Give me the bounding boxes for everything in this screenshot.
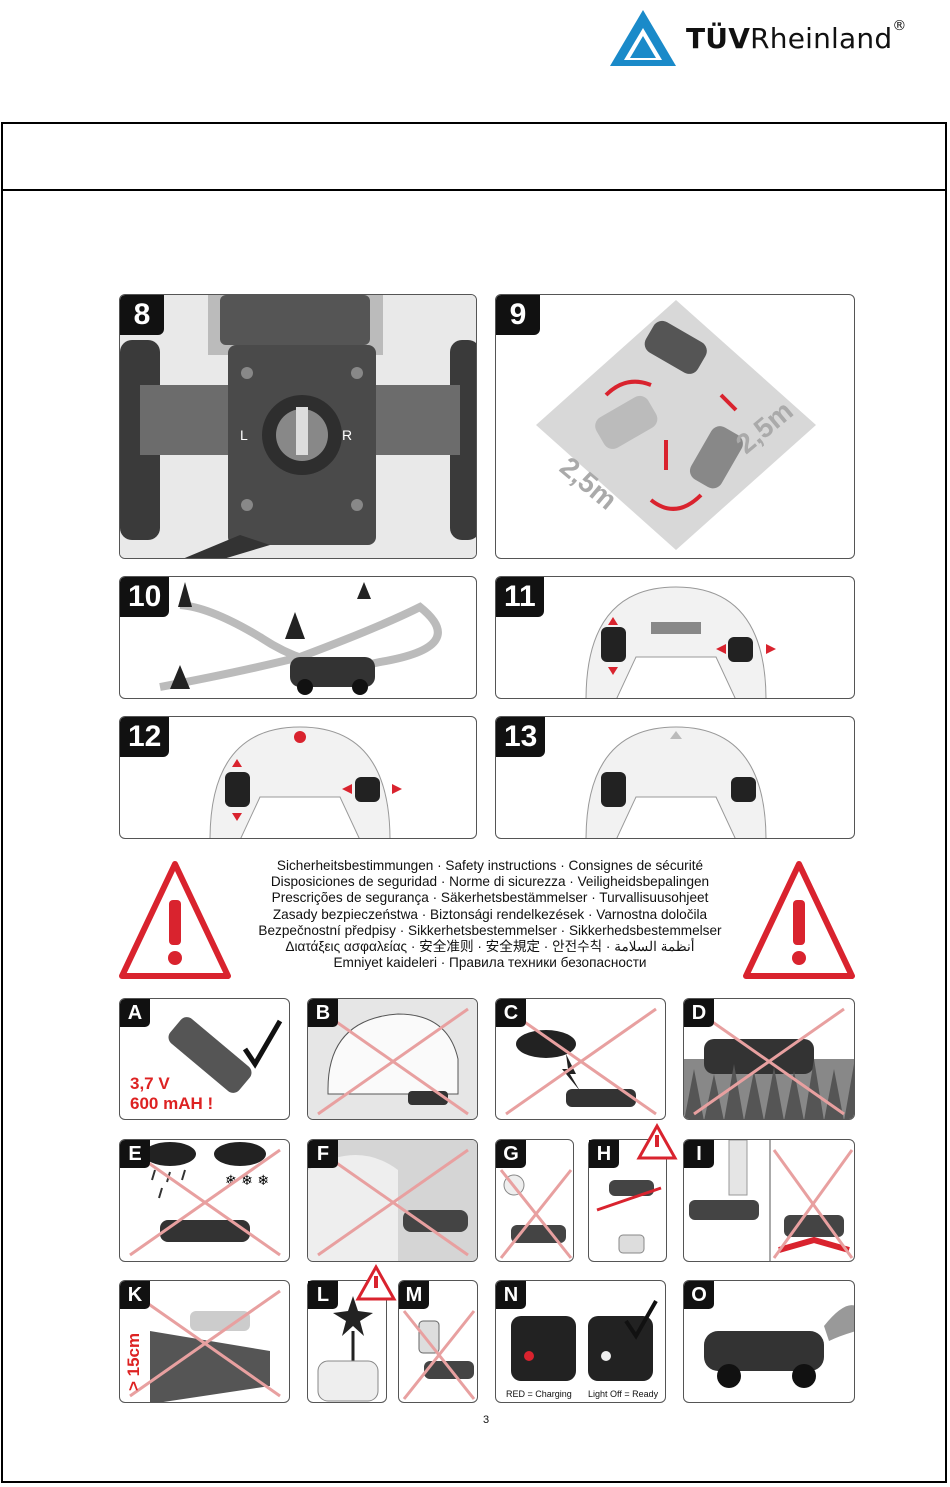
warning-triangle-left-icon <box>119 861 231 979</box>
no-chemicals-image <box>402 1310 476 1400</box>
step-11-panel: 11 <box>495 576 855 699</box>
antenna-warning-image <box>317 1263 397 1402</box>
safety-panel-h: H <box>588 1122 678 1262</box>
safety-instructions-heading: Sicherheitsbestimmungen · Safety instruc… <box>230 858 750 971</box>
panel-letter: H <box>589 1140 619 1168</box>
tuv-brand-name: TÜVRheinland® <box>686 18 907 55</box>
remote-control-light-image <box>209 726 402 838</box>
safety-panel-o: O <box>683 1280 855 1403</box>
remote-control-image <box>585 586 776 698</box>
tuv-rheinland-logo: TÜVRheinland® <box>608 8 928 70</box>
left-label: L <box>240 427 248 443</box>
no-heat-image <box>499 1169 573 1259</box>
step-10-number: 10 <box>120 577 170 617</box>
safety-panel-e: E ❄ ❄ ❄ <box>119 1139 290 1262</box>
no-drop-image <box>129 1289 281 1402</box>
safety-line: Disposiciones de seguridad · Norme di si… <box>270 874 710 890</box>
step-9-panel: 9 2,5m 2,5m <box>495 294 855 559</box>
step-8-panel: 8 L R <box>119 294 477 559</box>
right-label: R <box>342 427 352 443</box>
step-11-number: 11 <box>496 577 544 617</box>
panel-letter: K <box>120 1281 150 1309</box>
battery-voltage: 3,7 V <box>130 1074 170 1093</box>
chemical-bottle-icon <box>418 1320 440 1354</box>
safety-panel-b: B <box>307 998 478 1120</box>
range-warning-image <box>596 1122 678 1254</box>
no-thunderstorm-image <box>505 1007 657 1116</box>
safety-panel-g: G <box>495 1139 574 1262</box>
warning-triangle-right-icon <box>743 861 855 979</box>
step-9-number: 9 <box>496 295 540 335</box>
no-hand-contact-image <box>689 1140 854 1261</box>
safety-panel-f: F <box>307 1139 478 1262</box>
star-icon <box>333 1296 373 1336</box>
safety-line: Emniyet kaideleri · Правила техники безо… <box>333 955 647 971</box>
safety-panel-m: M <box>398 1280 478 1403</box>
panel-letter: L <box>308 1281 338 1309</box>
panel-letter: M <box>399 1281 429 1309</box>
step-13-panel: 13 <box>495 716 855 839</box>
safety-panel-d: D <box>683 998 855 1120</box>
step-13-number: 13 <box>496 717 546 757</box>
step-12-number: 12 <box>120 717 170 757</box>
panel-letter: B <box>308 999 338 1027</box>
safety-line: Prescrições de segurança · Säkerhetsbest… <box>271 890 709 906</box>
panel-letter: F <box>308 1140 338 1168</box>
battery-capacity: 600 mAH ! <box>130 1094 214 1113</box>
safety-panel-n: N RED = Charging Light Off = Ready <box>495 1280 666 1403</box>
svg-text:❄ ❄ ❄: ❄ ❄ ❄ <box>225 1173 269 1189</box>
panel-letter: A <box>120 999 150 1027</box>
panel-letter: C <box>496 999 526 1027</box>
battery-icon <box>168 1017 283 1093</box>
safety-panel-c: C <box>495 998 666 1120</box>
cleaning-image <box>704 1305 854 1388</box>
tuv-triangle-icon <box>610 10 676 66</box>
charging-indicator-image <box>511 1300 658 1381</box>
safety-line: Bezpečnostní předpisy · Sikkerhetsbestem… <box>258 922 722 938</box>
safety-panel-i: I <box>683 1139 855 1262</box>
battery-specs: 3,7 V 600 mAH ! <box>130 1074 213 1114</box>
no-street-driving-image <box>308 999 477 1119</box>
safety-line: Zasady bezpieczeństwa · Biztonsági rende… <box>272 906 708 922</box>
document-frame <box>1 122 947 1483</box>
no-tall-grass-image <box>684 1007 854 1119</box>
panel-letter: D <box>684 999 714 1027</box>
step-12-panel: 12 <box>119 716 477 839</box>
panel-letter: E <box>120 1140 150 1168</box>
turn-area-diagram: 2,5m 2,5m <box>536 300 816 550</box>
panel-letter: I <box>684 1140 714 1168</box>
slalom-course-photo <box>159 582 442 695</box>
step-10-panel: 10 <box>119 576 477 699</box>
safety-line: Διατάξεις ασφαλείας · 安全准则 · 安全規定 · 안전수칙… <box>285 939 695 955</box>
ready-caption: Light Off = Ready <box>588 1389 659 1399</box>
step-8-number: 8 <box>120 295 164 335</box>
car-underside-photo: L R <box>120 295 476 558</box>
safety-panel-l: L <box>307 1263 397 1403</box>
page-number: 3 <box>483 1414 490 1426</box>
panel-letter: N <box>496 1281 526 1309</box>
checkmark-icon <box>242 1019 283 1069</box>
height-label: > 15cm <box>124 1332 143 1391</box>
panel-letter: O <box>684 1281 714 1309</box>
safety-panel-a: A 3,7 V 600 mAH ! <box>119 998 290 1120</box>
header-divider <box>3 189 945 191</box>
charging-caption: RED = Charging <box>506 1389 572 1399</box>
safety-line: Sicherheitsbestimmungen · Safety instruc… <box>276 858 704 873</box>
remote-control-off-image <box>585 726 767 838</box>
safety-panel-k: K > 15cm <box>119 1280 290 1403</box>
no-rain-snow-image: ❄ ❄ ❄ <box>129 1142 281 1257</box>
panel-letter: G <box>496 1140 526 1168</box>
checkmark-icon <box>624 1300 658 1340</box>
lightning-icon <box>562 1054 580 1091</box>
